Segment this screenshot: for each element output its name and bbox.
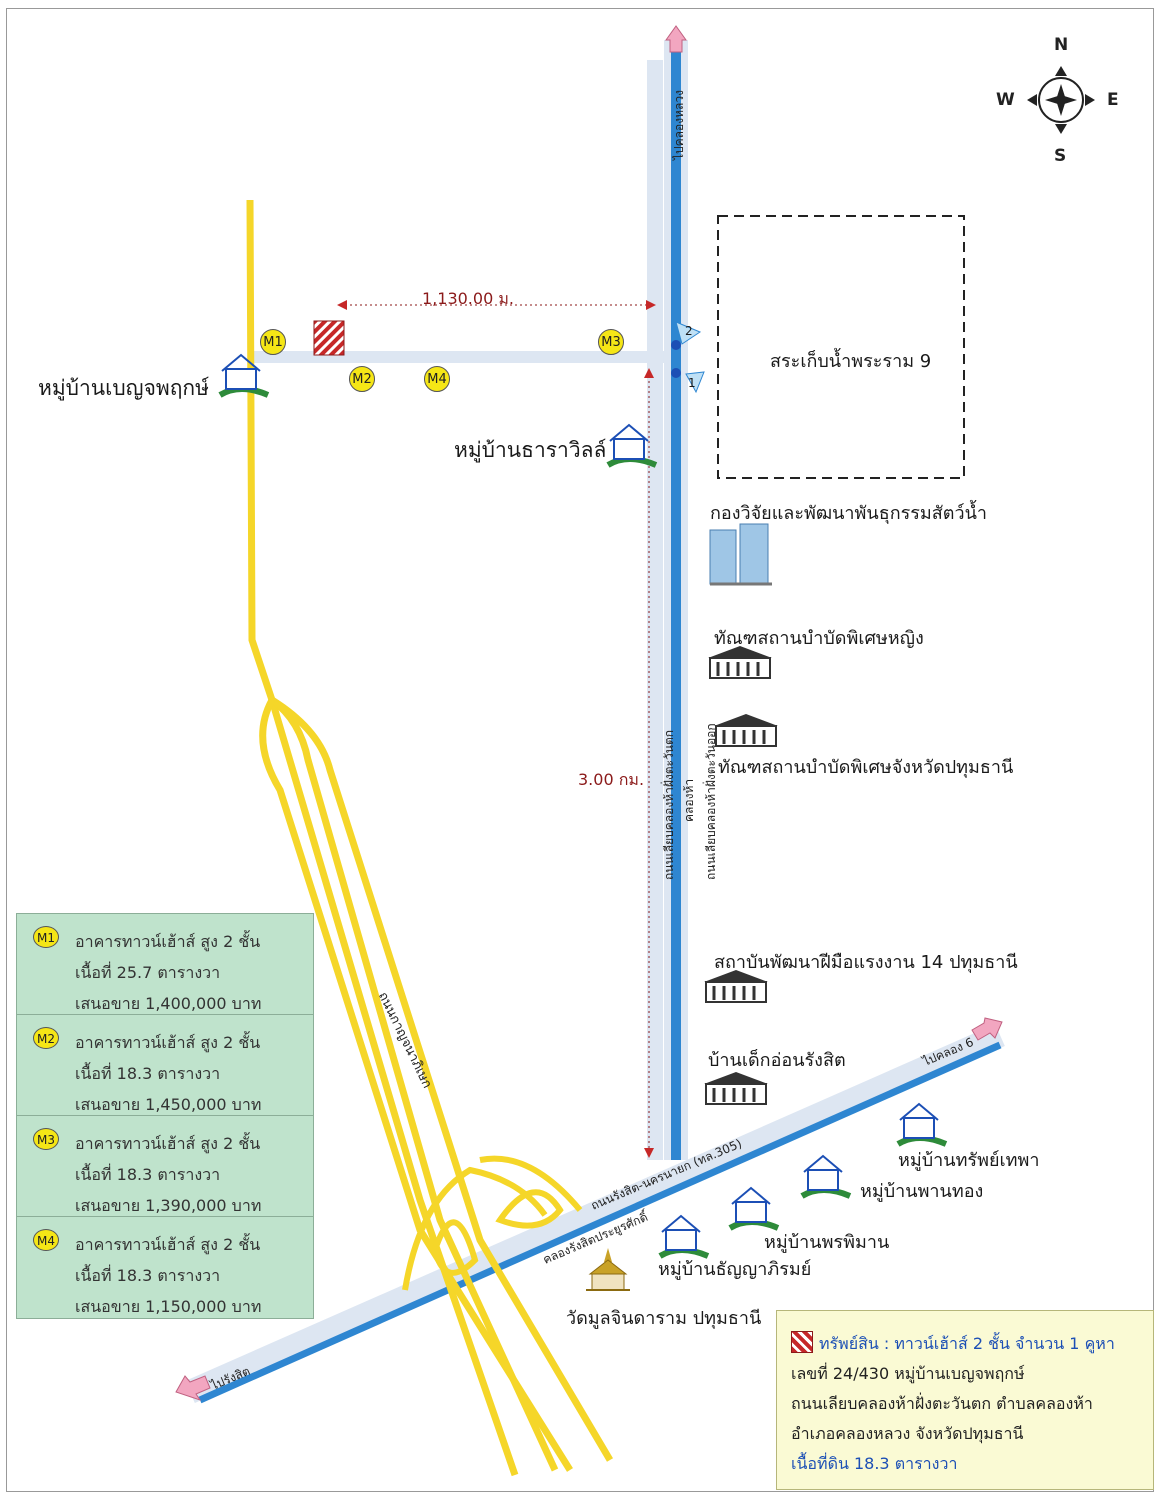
north-arrow <box>665 25 687 53</box>
place-sapthepha: หมู่บ้านทรัพย์เทพา <box>898 1150 1040 1171</box>
main-canal-water <box>198 1041 1002 1404</box>
canal-road-east-label: ถนนเลียบคลองห้าฝั่งตะวันออก <box>704 723 718 880</box>
place-fisheries: กองวิจัยและพัฒนาพันธุกรรมสัตว์น้ำ <box>710 503 987 524</box>
place-prison-pathum: ทัณฑสถานบำบัดพิเศษจังหวัดปทุมธานี <box>718 757 1014 778</box>
place-skill-institute: สถาบันพัฒนาฝีมือแรงงาน 14 ปทุมธานี <box>714 952 1018 973</box>
asset-line1: เลขที่ 24/430 หมู่บ้านเบญจพฤกษ์ <box>791 1364 1025 1383</box>
map-frame <box>6 8 1154 1492</box>
legend-m3-line2: เนื้อที่ 18.3 ตารางวา <box>75 1165 221 1184</box>
legend-m1-line2: เนื้อที่ 25.7 ตารางวา <box>75 963 221 982</box>
legend-marker-m2: M2 <box>33 1027 59 1049</box>
office-building-icon <box>709 523 772 586</box>
legend-m1-line1: อาคารทาวน์เฮ้าส์ สูง 2 ชั้น <box>75 932 261 951</box>
asset-title-row: ทรัพย์สิน : ทาวน์เฮ้าส์ 2 ชั้น จำนวน 1 ค… <box>791 1329 1153 1359</box>
legend-m4-line2: เนื้อที่ 18.3 ตารางวา <box>75 1266 221 1285</box>
subject-property-hatch <box>313 320 345 356</box>
building-icon-skill-institute <box>704 970 768 1003</box>
marker-m1[interactable]: M1 <box>260 329 286 355</box>
legend-item-m1: M1 อาคารทาวน์เฮ้าส์ สูง 2 ชั้น เนื้อที่ … <box>17 914 313 1015</box>
legend-m4-line3: เสนอขาย 1,150,000 บาท <box>75 1297 262 1316</box>
legend-m4-line1: อาคารทาวน์เฮ้าส์ สูง 2 ชั้น <box>75 1235 261 1254</box>
compass-rose <box>1027 66 1095 134</box>
place-phanthong: หมู่บ้านพานทอง <box>860 1181 984 1202</box>
place-benjaphruek: หมู่บ้านเบญจพฤกษ์ <box>38 376 209 400</box>
distance-horizontal-label: 1,130.00 ม. <box>422 289 514 308</box>
building-icon-prison-women <box>708 646 772 679</box>
village-icon-pornpiman <box>728 1186 780 1231</box>
distance-vertical-label: 3.00 กม. <box>578 770 645 789</box>
interchange <box>402 1155 583 1291</box>
canal-road-west-label: ถนนเลียบคลองห้าฝั่งตะวันตก <box>662 730 676 880</box>
compass-east: E <box>1107 90 1119 110</box>
asset-area: เนื้อที่ดิน 18.3 ตารางวา <box>791 1454 958 1473</box>
main-road-band <box>185 1024 1005 1403</box>
legend-m2-line1: อาคารทาวน์เฮ้าส์ สูง 2 ชั้น <box>75 1033 261 1052</box>
place-tharaville: หมู่บ้านธาราวิลล์ <box>454 438 607 462</box>
marker-m3[interactable]: M3 <box>598 329 624 355</box>
asset-title: ทรัพย์สิน : ทาวน์เฮ้าส์ 2 ชั้น จำนวน 1 ค… <box>819 1334 1115 1353</box>
village-icon-tharaville <box>606 423 658 468</box>
marker-m2[interactable]: M2 <box>349 366 375 392</box>
village-icon-phanthong <box>800 1154 852 1199</box>
compass-west: W <box>996 90 1015 110</box>
canal-label: คลองห้า <box>682 778 696 822</box>
intersection-2-label: 2 <box>685 324 693 338</box>
east-arrow <box>971 1017 1003 1041</box>
place-reservoir: สระเก็บน้ำพระราม 9 <box>770 351 932 372</box>
legend-marker-m3: M3 <box>33 1128 59 1150</box>
asset-info-box: ทรัพย์สิน : ทาวน์เฮ้าส์ 2 ชั้น จำนวน 1 ค… <box>776 1310 1154 1490</box>
place-baby-home: บ้านเด็กอ่อนรังสิต <box>708 1050 846 1071</box>
comparable-legend: M1 อาคารทาวน์เฮ้าส์ สูง 2 ชั้น เนื้อที่ … <box>16 913 314 1319</box>
legend-marker-m1: M1 <box>33 926 59 948</box>
compass-north: N <box>1054 35 1069 55</box>
place-pornpiman: หมู่บ้านพรพิมาน <box>764 1232 890 1253</box>
village-icon-thanyapirom <box>658 1214 710 1259</box>
intersection-1-dot <box>671 368 681 378</box>
asset-line2: ถนนเลียบคลองห้าฝั่งตะวันตก ตำบลคลองห้า <box>791 1394 1093 1413</box>
legend-item-m3: M3 อาคารทาวน์เฮ้าส์ สูง 2 ชั้น เนื้อที่ … <box>17 1116 313 1217</box>
marker-m4[interactable]: M4 <box>424 366 450 392</box>
north-road-label: ไปคลองหลวง <box>672 90 686 160</box>
building-icon-baby-home <box>704 1072 768 1105</box>
intersection-2-dot <box>671 340 681 350</box>
asset-line3: อำเภอคลองหลวง จังหวัดปทุมธานี <box>791 1424 1024 1443</box>
highway <box>246 199 614 1477</box>
intersection-1-marker <box>685 371 705 394</box>
intersection-2-marker <box>675 321 702 345</box>
legend-marker-m4: M4 <box>33 1229 59 1251</box>
asset-hatch-icon <box>791 1331 813 1353</box>
west-arrow <box>175 1375 211 1401</box>
legend-m2-line2: เนื้อที่ 18.3 ตารางวา <box>75 1064 221 1083</box>
temple-icon <box>586 1248 630 1291</box>
reservoir-box <box>717 215 965 479</box>
building-icon-prison-pathum <box>714 714 778 747</box>
village-icon-sapthepha <box>896 1102 948 1147</box>
legend-m1-line3: เสนอขาย 1,400,000 บาท <box>75 994 262 1013</box>
place-thanyapirom: หมู่บ้านธัญญาภิรมย์ <box>658 1259 812 1280</box>
compass-south: S <box>1054 146 1067 166</box>
place-temple: วัดมูลจินดาราม ปทุมธานี <box>566 1308 762 1329</box>
legend-m3-line3: เสนอขาย 1,390,000 บาท <box>75 1196 262 1215</box>
legend-m2-line3: เสนอขาย 1,450,000 บาท <box>75 1095 262 1114</box>
legend-m3-line1: อาคารทาวน์เฮ้าส์ สูง 2 ชั้น <box>75 1134 261 1153</box>
village-icon-benjaphruek <box>218 353 270 398</box>
legend-item-m4: M4 อาคารทาวน์เฮ้าส์ สูง 2 ชั้น เนื้อที่ … <box>17 1217 313 1318</box>
place-prison-women: ทัณฑสถานบำบัดพิเศษหญิง <box>714 628 924 649</box>
legend-item-m2: M2 อาคารทาวน์เฮ้าส์ สูง 2 ชั้น เนื้อที่ … <box>17 1015 313 1116</box>
intersection-1-label: 1 <box>688 376 696 390</box>
